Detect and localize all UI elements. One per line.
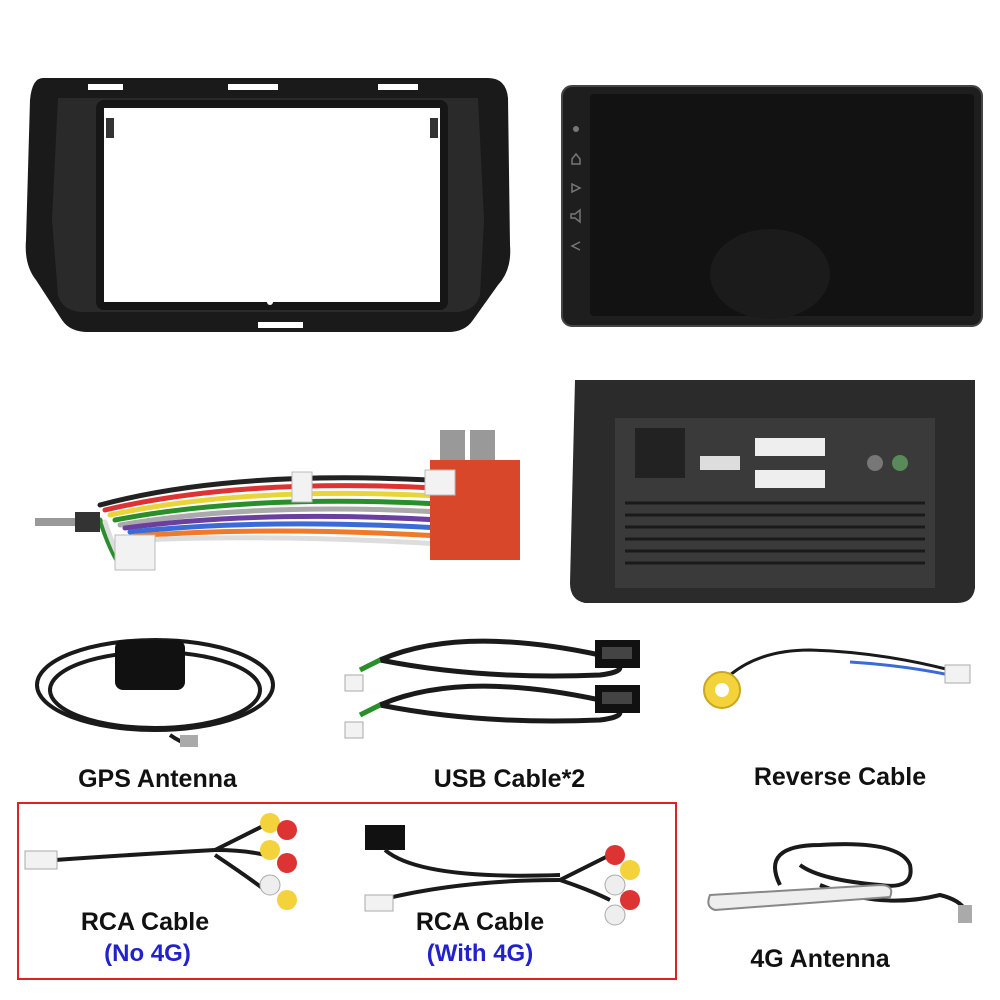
usb-cables-image [344, 638, 640, 739]
usb-cable-label: USB Cable*2 [433, 765, 586, 793]
4g-antenna-label: 4G Antenna [750, 945, 890, 973]
rca-cable-no4g-image [24, 813, 297, 910]
head-unit-rear-image [570, 380, 975, 603]
rca-cable-4g-image [364, 825, 640, 926]
gps-antenna-label: GPS Antenna [78, 765, 237, 793]
rca-cable-4g-note: (With 4G) [426, 940, 534, 967]
4g-antenna-image [707, 842, 972, 923]
head-unit-screen-image [561, 85, 983, 327]
rca-cable-no4g-note: (No 4G) [104, 940, 191, 967]
rca-cables-frame [17, 802, 677, 980]
reverse-cable-image [703, 648, 971, 709]
rca-cable-no4g-title: RCA Cable [80, 908, 210, 936]
rca-cable-4g-title: RCA Cable [415, 908, 545, 936]
reverse-cable-label: Reverse Cable [753, 763, 927, 791]
gps-antenna-image [35, 638, 275, 747]
dash-frame-image [25, 78, 511, 332]
wiring-harness-image [35, 430, 520, 571]
